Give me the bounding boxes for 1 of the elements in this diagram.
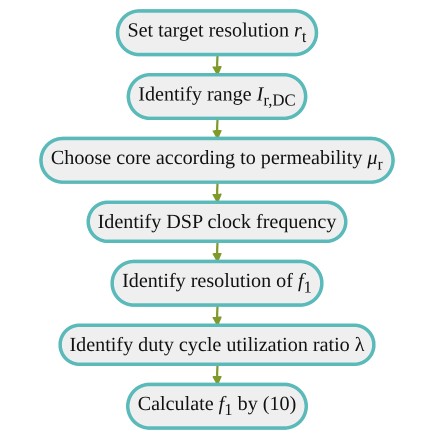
flowchart: Set target resolution r$_{t}$ Identify range I$_{r,DC}$ Choose core according to permeability μ$_{r}$ Identify DSP clock frequency Identify resolution of f$_{1}$ Identify duty cycle utilization ratio λ Calculate f$_{1}$ by (10)	[2, 2, 432, 437]
